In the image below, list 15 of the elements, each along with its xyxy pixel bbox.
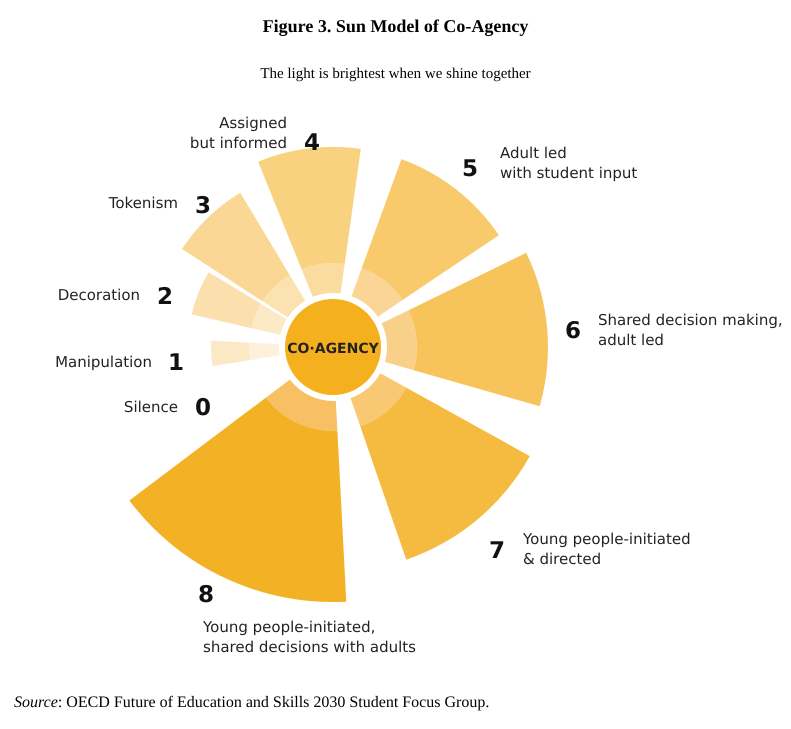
level-label: Assigned but informed <box>190 114 287 152</box>
level-label: Tokenism <box>108 194 178 212</box>
level-number: 6 <box>565 318 582 344</box>
level-number: 1 <box>168 350 184 376</box>
level-label: Decoration <box>58 286 140 304</box>
source-caption: Source: OECD Future of Education and Skills 2030 Student Focus Group. <box>14 694 490 711</box>
figure-title: Figure 3. Sun Model of Co-Agency <box>262 16 528 37</box>
level-label: Young people-initiated, shared decisions with adults <box>203 618 416 656</box>
center-label: CO·AGENCY <box>287 341 379 357</box>
level-label: Manipulation <box>55 353 152 371</box>
level-label: Adult led with student input <box>500 144 638 182</box>
level-number: 2 <box>157 284 174 310</box>
level-label: Young people-initiated & directed <box>523 530 691 568</box>
subtitle: The light is brightest when we shine together <box>260 66 531 83</box>
level-label: Shared decision making, adult led <box>598 311 783 349</box>
